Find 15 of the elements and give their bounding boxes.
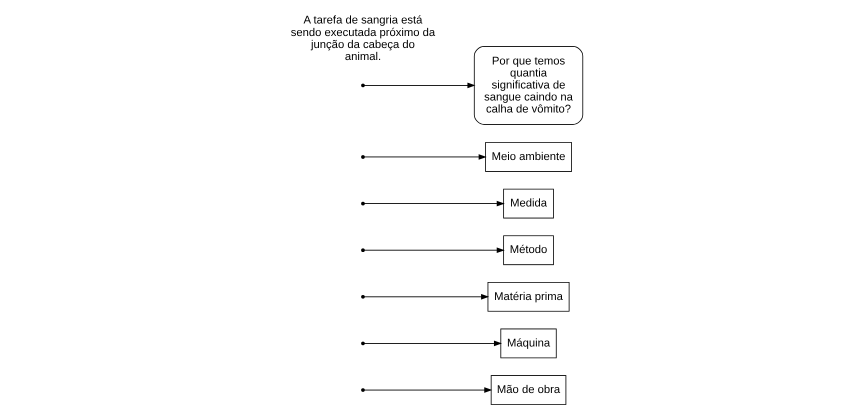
label: A tarefa de sangria está sendo executada próximo da junção da cabeça do animal. (290, 14, 435, 63)
node-box: Método (502, 235, 554, 266)
arrow (364, 200, 504, 206)
arrow (364, 340, 502, 346)
arrow (364, 294, 489, 300)
arrow (364, 247, 504, 254)
node-box: Meio ambiente (484, 142, 572, 172)
arrow (364, 82, 475, 88)
node-box: Máquina (500, 328, 556, 358)
node-box: Por que temos quantia significativa de sangue caindo na calha de vômito? (473, 46, 583, 125)
node-box: Matéria prima (487, 282, 570, 312)
node-box: Mão de obra (490, 375, 566, 405)
arrow (364, 387, 492, 393)
node-box: Medida (502, 188, 554, 218)
arrow (364, 154, 486, 160)
